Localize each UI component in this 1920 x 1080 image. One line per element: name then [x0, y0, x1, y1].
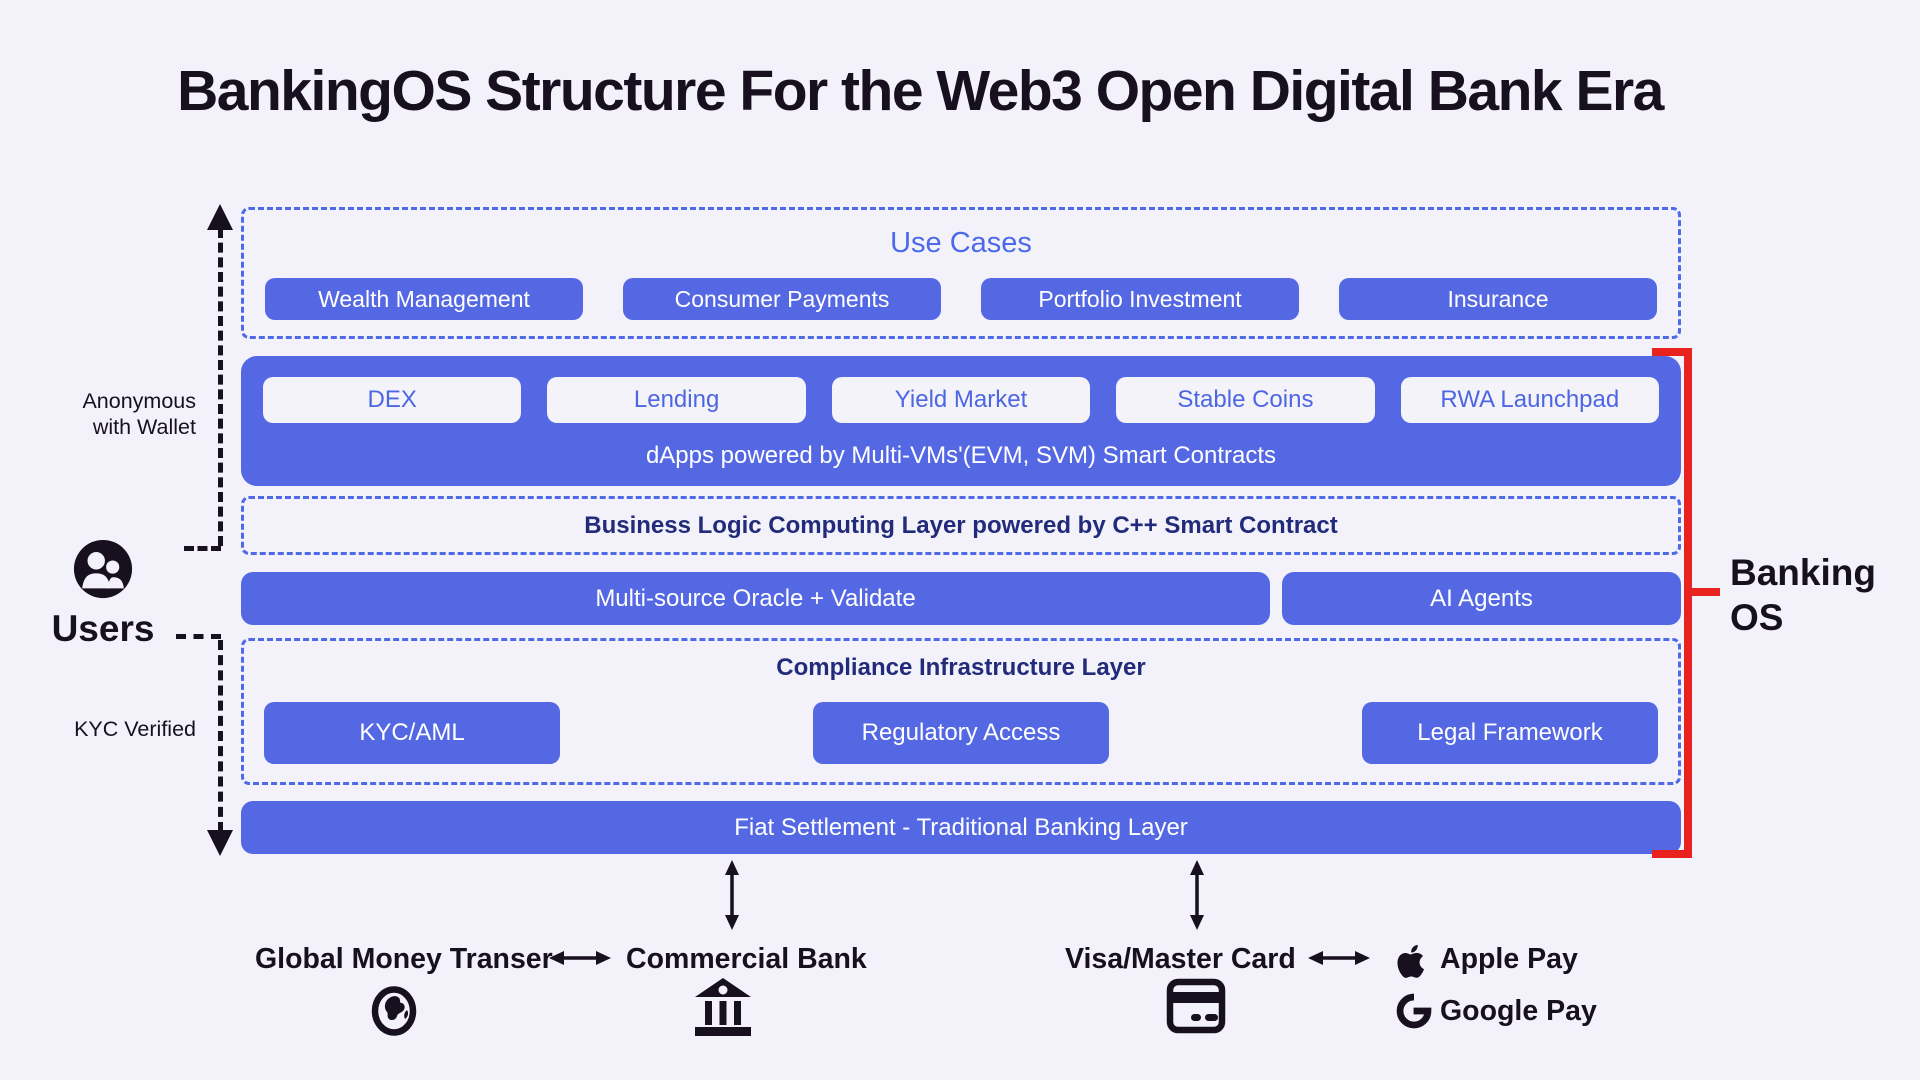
use-case-wealth-management: Wealth Management: [265, 278, 583, 320]
dapp-yield-market: Yield Market: [831, 377, 1091, 423]
bank-icon: [694, 977, 752, 1042]
use-case-portfolio-investment: Portfolio Investment: [981, 278, 1299, 320]
oracle-bar: Multi-source Oracle + Validate: [241, 572, 1270, 625]
apple-pay-label: Apple Pay: [1440, 943, 1578, 975]
page-title: BankingOS Structure For the Web3 Open Di…: [177, 59, 1664, 123]
dapp-stable-coins: Stable Coins: [1116, 377, 1375, 423]
business-logic-label: Business Logic Computing Layer powered b…: [584, 512, 1338, 539]
use-cases-title: Use Cases: [890, 227, 1032, 259]
bracket-top-tick: [1652, 348, 1692, 356]
use-case-consumer-payments: Consumer Payments: [623, 278, 941, 320]
business-logic-layer: Business Logic Computing Layer powered b…: [241, 496, 1681, 555]
compliance-kyc-aml: KYC/AML: [264, 702, 560, 764]
dapp-rwa-launchpad: RWA Launchpad: [1400, 377, 1660, 423]
use-case-insurance: Insurance: [1339, 278, 1657, 320]
double-arrow-vertical-visa: [1187, 860, 1207, 935]
users-label: Users: [51, 608, 155, 649]
dapp-dex: DEX: [263, 377, 522, 423]
compliance-legal-framework: Legal Framework: [1362, 702, 1658, 764]
use-cases-row: Wealth Management Consumer Payments Port…: [265, 278, 1657, 320]
google-pay-label: Google Pay: [1440, 995, 1597, 1027]
double-arrow-visa-applepay: [1308, 948, 1370, 973]
visa-master-card-label: Visa/Master Card: [1065, 943, 1296, 975]
ai-agents-bar: AI Agents: [1282, 572, 1681, 625]
compliance-layer: Compliance Infrastructure Layer KYC/AML …: [241, 638, 1681, 785]
dapp-lending: Lending: [547, 377, 806, 423]
up-arrow-icon: [207, 204, 233, 230]
users-people-icon: [72, 538, 134, 600]
dapps-caption: dApps powered by Multi-VMs'(EVM, SVM) Sm…: [645, 442, 1277, 469]
users-connector-bottom: [176, 634, 221, 639]
global-money-transfer-label: Global Money Transer: [255, 943, 553, 975]
bracket-middle-tick: [1692, 588, 1720, 596]
dapps-layer: DEX Lending Yield Market Stable Coins RW…: [241, 356, 1681, 486]
globe-icon: [371, 986, 417, 1041]
kyc-verified-label: KYC Verified: [74, 717, 196, 741]
dapps-row: DEX Lending Yield Market Stable Coins RW…: [263, 377, 1660, 423]
apple-logo-icon: [1390, 936, 1428, 985]
use-cases-layer: Use Cases Wealth Management Consumer Pay…: [241, 207, 1681, 339]
double-arrow-global-commercial: [549, 948, 611, 973]
compliance-row: KYC/AML Regulatory Access Legal Framewor…: [264, 702, 1658, 764]
credit-card-icon: [1166, 977, 1226, 1040]
commercial-bank-label: Commercial Bank: [626, 943, 867, 975]
compliance-regulatory-access: Regulatory Access: [813, 702, 1109, 764]
bracket-bottom-tick: [1652, 850, 1692, 858]
users-connector-top: [184, 546, 221, 551]
users-scope-line-bottom: [218, 640, 223, 832]
double-arrow-vertical-commercial: [722, 860, 742, 935]
google-g-icon: [1396, 993, 1432, 1034]
down-arrow-icon: [207, 830, 233, 856]
banking-os-label: Banking OS: [1730, 552, 1876, 638]
compliance-title: Compliance Infrastructure Layer: [776, 654, 1146, 681]
fiat-settlement-bar: Fiat Settlement - Traditional Banking La…: [241, 801, 1681, 854]
users-scope-line-top: [218, 228, 223, 546]
anonymous-wallet-label: Anonymous with Wallet: [82, 389, 196, 439]
bracket-vertical-line: [1684, 348, 1692, 858]
